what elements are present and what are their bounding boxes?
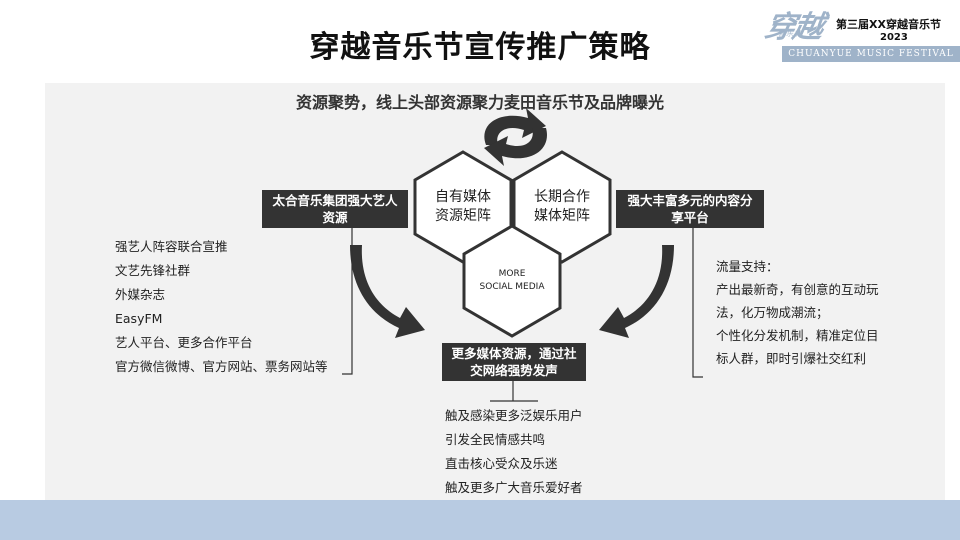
list-item: EasyFM <box>115 311 163 326</box>
artist-resources-box: 太合音乐集团强大艺人 资源 <box>262 190 408 228</box>
hex-owned-media-label: 自有媒体 资源矩阵 <box>415 188 511 226</box>
list-item: 流量支持： <box>716 259 779 274</box>
left-channel-list: 强艺人阵容联合宣推 文艺先锋社群 外媒杂志 EasyFM 艺人平台、更多合作平台… <box>115 235 328 379</box>
list-item: 产出最新奇，有创意的互动玩 <box>716 282 879 297</box>
content-platform-line2: 享平台 <box>671 210 709 225</box>
hex-owned-media-line2: 资源矩阵 <box>435 208 491 224</box>
logo-mark-sub: 音乐节 <box>778 30 802 38</box>
list-item: 引发全民情感共鸣 <box>445 432 546 447</box>
hex-social-media-label: MORE SOCIAL MEDIA <box>462 268 562 294</box>
outcome-list: 触及感染更多泛娱乐用户 引发全民情感共鸣 直击核心受众及乐迷 触及更多广大音乐爱… <box>445 404 583 500</box>
social-network-box: 更多媒体资源，通过社 交网络强势发声 <box>442 343 586 381</box>
logo-english-name: CHUANYUE MUSIC FESTIVAL <box>782 46 960 62</box>
artist-resources-line1: 太合音乐集团强大艺人 <box>272 193 398 208</box>
list-item: 标人群，即时引爆社交红利 <box>716 351 867 366</box>
right-curved-arrow <box>599 245 674 338</box>
list-item: 官方微信微博、官方网站、票务网站等 <box>115 359 328 374</box>
hex-partner-media-line1: 长期合作 <box>534 189 590 205</box>
list-item: 触及更多广大音乐爱好者 <box>445 480 583 495</box>
list-item: 艺人平台、更多合作平台 <box>115 335 253 350</box>
left-curved-arrow <box>350 245 425 338</box>
connector-lines <box>342 228 703 402</box>
hex-social-media-line2: SOCIAL MEDIA <box>479 282 545 292</box>
list-item: 外媒杂志 <box>115 287 166 302</box>
logo-edition: 第三届XX穿越音乐节 <box>836 18 941 31</box>
festival-logo: 穿越 音乐节 第三届XX穿越音乐节 2023 CHUANYUE MUSIC FE… <box>762 2 960 62</box>
hex-partner-media-label: 长期合作 媒体矩阵 <box>514 188 610 226</box>
list-item: 文艺先锋社群 <box>115 263 191 278</box>
cycle-arrows-icon <box>484 108 547 166</box>
hex-social-media-line1: MORE <box>498 269 526 279</box>
content-platform-line1: 强大丰富多元的内容分 <box>627 193 753 208</box>
content-platform-box: 强大丰富多元的内容分 享平台 <box>616 190 764 228</box>
right-support-list: 流量支持： 产出最新奇，有创意的互动玩 法，化万物成潮流； 个性化分发机制，精准… <box>716 255 879 370</box>
hex-partner-media <box>512 150 612 264</box>
artist-resources-line2: 资源 <box>322 210 348 225</box>
list-item: 触及感染更多泛娱乐用户 <box>445 408 583 423</box>
hex-partner-media-line2: 媒体矩阵 <box>534 208 590 224</box>
footer-band <box>0 500 960 540</box>
list-item: 强艺人阵容联合宣推 <box>115 239 228 254</box>
hex-social-media <box>462 224 562 338</box>
headline: 资源聚势，线上头部资源聚力麦田音乐节及品牌曝光 <box>295 93 664 112</box>
hex-owned-media-line1: 自有媒体 <box>435 189 491 205</box>
list-item: 法，化万物成潮流； <box>716 305 829 320</box>
social-network-line2: 交网络强势发声 <box>470 363 558 378</box>
list-item: 直击核心受众及乐迷 <box>445 456 558 471</box>
logo-year: 2023 <box>880 32 908 43</box>
page-title: 穿越音乐节宣传推广策略 <box>309 30 651 65</box>
list-item: 个性化分发机制，精准定位目 <box>716 328 879 343</box>
social-network-line1: 更多媒体资源，通过社 <box>451 346 577 361</box>
